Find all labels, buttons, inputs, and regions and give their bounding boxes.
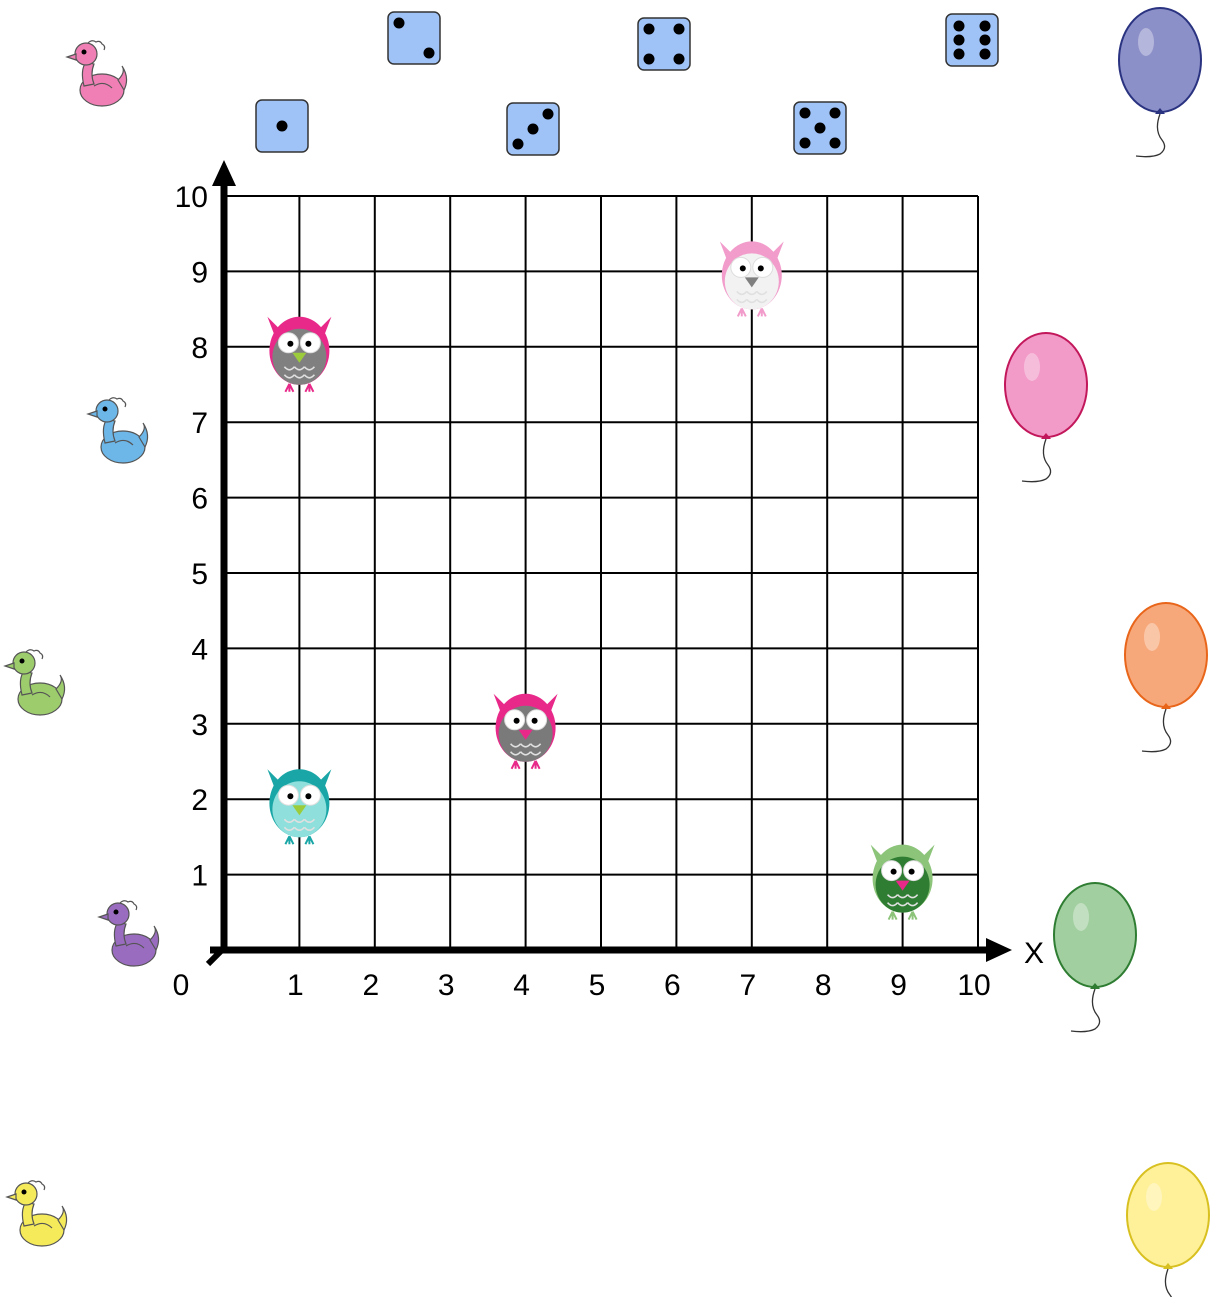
die-pip bbox=[980, 21, 991, 32]
x-tick-label: 6 bbox=[664, 969, 681, 1002]
die-1 bbox=[256, 100, 308, 152]
die-pip bbox=[954, 35, 965, 46]
die-pip bbox=[543, 109, 554, 120]
die-5 bbox=[794, 102, 846, 154]
y-tick-label: 5 bbox=[191, 558, 208, 591]
die-pip bbox=[954, 49, 965, 60]
die-pip bbox=[830, 138, 841, 149]
balloon-icon bbox=[1119, 8, 1201, 157]
x-tick-label: 1 bbox=[287, 969, 304, 1002]
duck-pieces bbox=[5, 41, 159, 1246]
x-tick-label: 7 bbox=[739, 969, 756, 1002]
die-pip bbox=[394, 18, 405, 29]
owl-icon bbox=[494, 694, 558, 769]
y-axis bbox=[212, 160, 236, 948]
die-pip bbox=[800, 138, 811, 149]
die-3 bbox=[507, 103, 559, 155]
die-pip bbox=[424, 48, 435, 59]
balloon-icon bbox=[1125, 603, 1207, 752]
owl-icon bbox=[720, 241, 784, 316]
owl-icon bbox=[267, 769, 331, 844]
die-pip bbox=[644, 54, 655, 65]
y-tick-label: 8 bbox=[191, 332, 208, 365]
duck-icon bbox=[7, 1181, 67, 1246]
die-pip bbox=[800, 108, 811, 119]
y-tick-label: 2 bbox=[191, 784, 208, 817]
balloon-icon bbox=[1127, 1163, 1209, 1297]
x-tick-label: 5 bbox=[589, 969, 606, 1002]
die-pip bbox=[674, 24, 685, 35]
y-tick-labels: 1 2 3 4 5 6 7 8 9 10 bbox=[175, 181, 208, 893]
x-axis-label: X bbox=[1024, 937, 1044, 970]
x-tick-label: 3 bbox=[438, 969, 455, 1002]
balloon-pieces bbox=[1005, 8, 1209, 1297]
owl-icon bbox=[871, 845, 935, 920]
die-pip bbox=[954, 21, 965, 32]
x-tick-label: 8 bbox=[815, 969, 832, 1002]
die-pip bbox=[830, 108, 841, 119]
x-tick-label: 9 bbox=[890, 969, 907, 1002]
duck-icon bbox=[5, 650, 65, 715]
x-tick-label: 4 bbox=[513, 969, 530, 1002]
die-6 bbox=[946, 14, 998, 66]
x-tick-label: 2 bbox=[362, 969, 379, 1002]
x-tick-label: 10 bbox=[957, 969, 990, 1002]
die-pip bbox=[513, 139, 524, 150]
x-tick-labels: 1 2 3 4 5 6 7 8 9 10 bbox=[287, 969, 991, 1002]
duck-icon bbox=[67, 41, 127, 106]
grid bbox=[224, 196, 978, 950]
die-pip bbox=[815, 123, 826, 134]
duck-icon bbox=[99, 901, 159, 966]
origin-label: 0 bbox=[173, 969, 190, 1002]
y-tick-label: 6 bbox=[191, 483, 208, 516]
die-pip bbox=[980, 49, 991, 60]
duck-icon bbox=[88, 398, 148, 463]
x-axis bbox=[208, 938, 1012, 964]
die-pip bbox=[980, 35, 991, 46]
y-tick-label: 3 bbox=[191, 709, 208, 742]
balloon-icon bbox=[1054, 883, 1136, 1032]
y-tick-label: 1 bbox=[191, 860, 208, 893]
owl-icon bbox=[267, 317, 331, 392]
y-tick-label: 4 bbox=[191, 633, 208, 666]
die-4 bbox=[638, 18, 690, 70]
y-tick-label: 7 bbox=[191, 407, 208, 440]
die-2 bbox=[388, 12, 440, 64]
dice-row bbox=[256, 12, 998, 155]
die-pip bbox=[277, 121, 288, 132]
y-tick-label: 10 bbox=[175, 181, 208, 214]
balloon-icon bbox=[1005, 333, 1087, 482]
y-tick-label: 9 bbox=[191, 256, 208, 289]
die-pip bbox=[528, 124, 539, 135]
die-pip bbox=[674, 54, 685, 65]
die-pip bbox=[644, 24, 655, 35]
